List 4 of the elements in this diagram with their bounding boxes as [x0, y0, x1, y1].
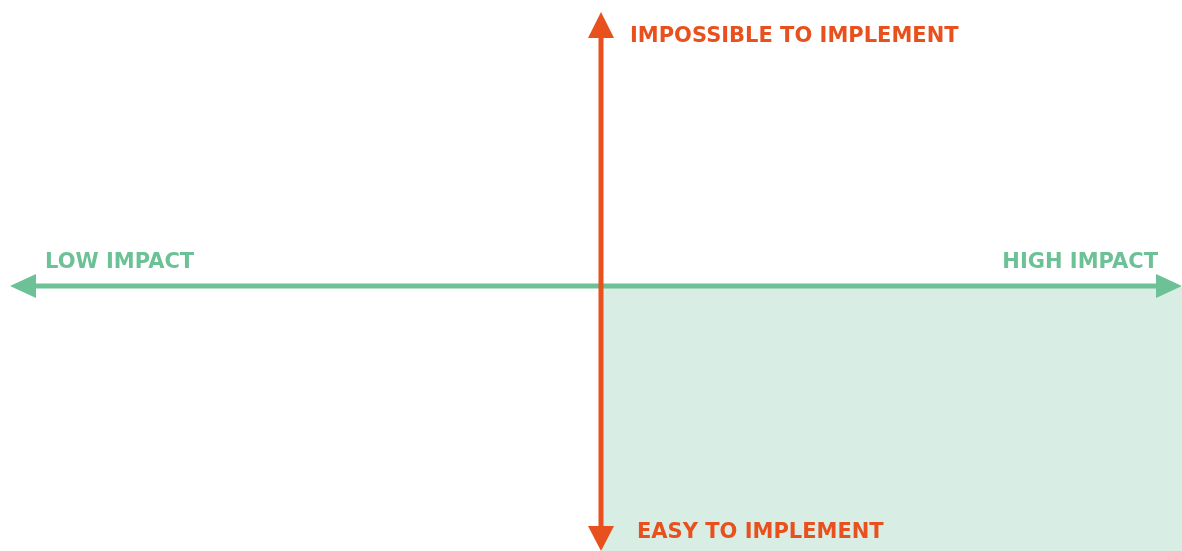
axis-label: EASY TO IMPLEMENT	[637, 518, 884, 544]
axis-label: IMPOSSIBLE TO IMPLEMENT	[630, 22, 959, 48]
axis-label: HIGH IMPACT	[1002, 248, 1158, 274]
axis-label: LOW IMPACT	[45, 248, 195, 274]
